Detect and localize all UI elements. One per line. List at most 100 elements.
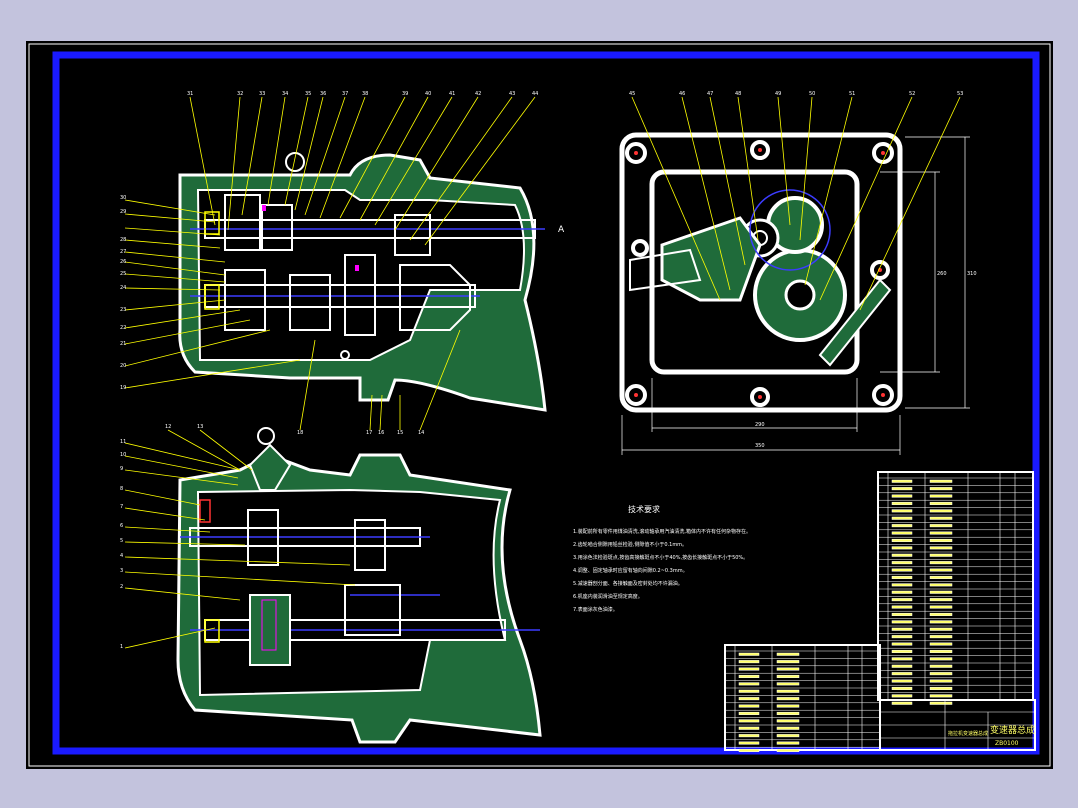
table-cell-text [929,590,953,594]
breather-plug [285,152,305,172]
housing-inner [196,189,525,361]
svg-text:25: 25 [120,271,126,277]
svg-text:20: 20 [120,363,126,369]
svg-text:14: 14 [418,430,424,436]
svg-text:260: 260 [937,271,947,277]
table-cell-text [929,664,953,668]
gear-block-1 [224,194,261,251]
leader-lines-bottom [124,429,356,649]
table-cell-text [738,704,760,708]
table-cell-text [929,598,953,602]
table-cell-text [929,516,953,520]
gear-block-5 [344,254,376,336]
svg-text:47: 47 [707,91,713,97]
table-cell-text [929,620,953,624]
table-cell-text [776,711,800,715]
svg-text:1: 1 [120,644,123,650]
note-line-1: 1.装配前所有零件用煤油清洗,滚动轴承用汽油清洗,箱体内不许有任何杂物存在。 [573,528,751,535]
side-circle-dashed [749,189,831,271]
svg-text:37: 37 [342,91,348,97]
shift-knob [257,427,275,445]
svg-text:7: 7 [120,504,123,510]
table-cell-text [738,719,760,723]
table-cell-text [929,575,953,579]
table-cell-text [776,719,800,723]
table-cell-text [891,664,913,668]
table-cell-text [891,538,913,542]
table-cell-text [929,605,953,609]
table-cell-text [738,734,760,738]
table-cell-text [929,531,953,535]
leader-lines-top [124,96,536,431]
notes-title: 技术要求 [628,504,660,514]
svg-text:53: 53 [957,91,963,97]
table-cell-text [929,649,953,653]
svg-text:43: 43 [509,91,515,97]
svg-text:11: 11 [120,439,126,445]
svg-text:38: 38 [362,91,368,97]
table-cell-text [929,553,953,557]
parts-list-right [877,471,1034,705]
svg-text:24: 24 [120,285,126,291]
svg-text:6: 6 [120,523,123,529]
table-cell-text [891,494,913,498]
table-cell-text [776,660,800,664]
svg-text:27: 27 [120,249,126,255]
svg-text:350: 350 [755,443,765,449]
table-cell-text [738,689,760,693]
note-line-4: 4.调整、固定轴承时应留有轴向间隙0.2~0.3mm。 [573,567,688,574]
svg-text:15: 15 [397,430,403,436]
table-cell-text [776,704,800,708]
table-cell-text [929,583,953,587]
table-cell-text [929,694,953,698]
table-cell-text [738,682,760,686]
outer-frame [28,43,1051,767]
table-cell-text [776,697,800,701]
shift-lever-top [248,443,292,491]
table-cell-text [738,660,760,664]
table-cell-text [891,686,913,690]
table-cell-text [891,694,913,698]
table-cell-text [776,748,800,752]
svg-text:2: 2 [120,584,123,590]
table-cell-text [891,620,913,624]
lower-gear-hatched [249,594,291,666]
svg-text:50: 50 [809,91,815,97]
drawing-title: 变速器总成 [990,724,1035,736]
svg-text:5: 5 [120,538,123,544]
svg-text:18: 18 [297,430,303,436]
lower-red-mark [199,499,211,523]
svg-text:10: 10 [120,452,126,458]
svg-text:9: 9 [120,466,123,472]
accent-mark-2 [355,265,359,271]
table-cell-text [891,612,913,616]
lower-gear-2 [354,519,386,571]
table-cell-text [776,667,800,671]
svg-text:23: 23 [120,307,126,313]
svg-text:44: 44 [532,91,538,97]
table-cell-text [891,657,913,661]
table-cell-text [929,479,953,483]
table-cell-text [929,679,953,683]
svg-text:52: 52 [909,91,915,97]
table-cell-text [776,726,800,730]
drawing-subtitle: 拖拉机变速器总成 [948,730,988,737]
svg-text:46: 46 [679,91,685,97]
svg-text:28: 28 [120,237,126,243]
flange-plate [619,132,903,413]
svg-text:35: 35 [305,91,311,97]
table-cell-text [929,538,953,542]
parts-list-left [724,644,881,752]
table-cell-text [891,479,913,483]
table-cell-text [929,635,953,639]
table-cell-text [891,568,913,572]
table-cell-text [929,686,953,690]
table-cell-text [891,642,913,646]
table-cell-text [929,546,953,550]
table-cell-text [891,605,913,609]
svg-text:49: 49 [775,91,781,97]
